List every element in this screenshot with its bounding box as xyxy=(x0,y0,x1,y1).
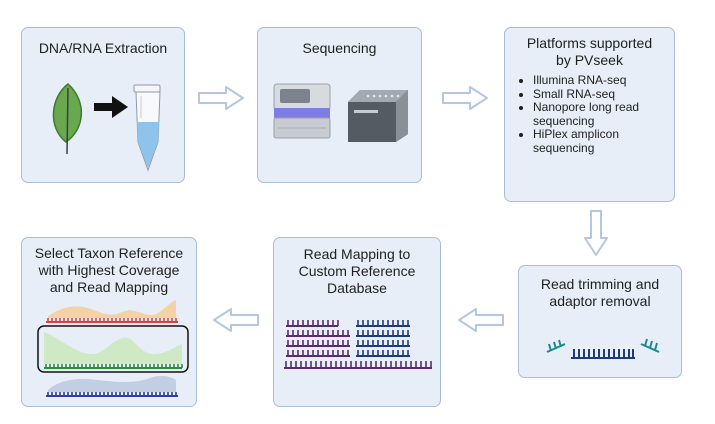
step-extraction-box: DNA/RNA Extraction xyxy=(21,27,185,183)
platform-list: Illumina RNA-seq Small RNA-seq Nanopore … xyxy=(519,73,640,155)
platform-item-small-rna: Small RNA-seq xyxy=(533,86,639,102)
step-trimming-title-line1: Read trimming and xyxy=(540,276,660,292)
step-mapping-title-line1: Read Mapping to xyxy=(303,246,411,262)
step-trimming-box: Read trimming and adaptor removal xyxy=(518,265,682,378)
step-mapping-box: Read Mapping to Custom Reference Databas… xyxy=(273,237,441,407)
adaptor-trimming-icon xyxy=(546,338,660,359)
flow-arrow-down-icon xyxy=(584,210,608,256)
platform-item-illumina: Illumina RNA-seq xyxy=(533,73,639,88)
flow-arrow-left-icon xyxy=(213,308,259,332)
flow-arrow-right-icon xyxy=(442,86,488,110)
read-mapping-icon xyxy=(284,320,432,369)
platform-item-label-cont: sequencing xyxy=(533,140,595,155)
step-mapping-title-line3: Database xyxy=(327,280,387,296)
reference-ruler xyxy=(46,318,178,323)
step-selection-title-line2: with Highest Coverage xyxy=(38,262,180,278)
sequencer-machine-icon xyxy=(273,83,331,139)
read-fragment xyxy=(356,330,410,337)
step-platforms-title-line1: Platforms supported xyxy=(526,35,653,51)
reference-ruler xyxy=(46,392,178,397)
coverage-plots-icon xyxy=(37,300,189,397)
platform-item-label: Illumina RNA-seq xyxy=(533,73,627,87)
read-fragment xyxy=(286,330,350,337)
read-fragment xyxy=(356,340,410,347)
read-fragment xyxy=(286,320,339,327)
step-selection-title-line3: and Read Mapping xyxy=(49,279,169,295)
reference-sequence xyxy=(284,361,432,369)
transfer-arrow-icon xyxy=(94,96,128,118)
read-fragment xyxy=(286,340,350,347)
step-sequencing-title: Sequencing xyxy=(302,40,377,56)
step-selection-box: Select Taxon Reference with Highest Cove… xyxy=(21,237,197,407)
read-fragment xyxy=(356,320,410,327)
platform-item-label: Nanopore long read xyxy=(533,100,640,114)
step-extraction-title: DNA/RNA Extraction xyxy=(38,40,168,56)
step-sequencing-box: Sequencing xyxy=(257,27,422,183)
step-trimming-title-line2: adaptor removal xyxy=(549,293,651,309)
flow-arrow-right-icon xyxy=(198,86,244,110)
platform-item-label-cont: sequencing xyxy=(533,113,595,128)
read-fragment xyxy=(356,350,410,357)
platform-item-label: Small RNA-seq xyxy=(533,86,616,101)
step-mapping-title-line2: Custom Reference xyxy=(298,263,416,279)
reference-ruler xyxy=(44,364,183,369)
sequencer-box-icon xyxy=(348,90,408,142)
read-fragment xyxy=(286,350,350,357)
step-platforms-box: Platforms supported by PVseek Illumina R… xyxy=(504,27,675,202)
step-selection-title-line1: Select Taxon Reference xyxy=(34,245,184,261)
step-platforms-title-line2: by PVseek xyxy=(556,52,623,68)
platform-item-label: HiPlex amplicon xyxy=(533,127,620,141)
test-tube-icon xyxy=(133,84,161,172)
flow-arrow-left-icon xyxy=(458,308,504,332)
leaf-icon xyxy=(52,83,83,155)
